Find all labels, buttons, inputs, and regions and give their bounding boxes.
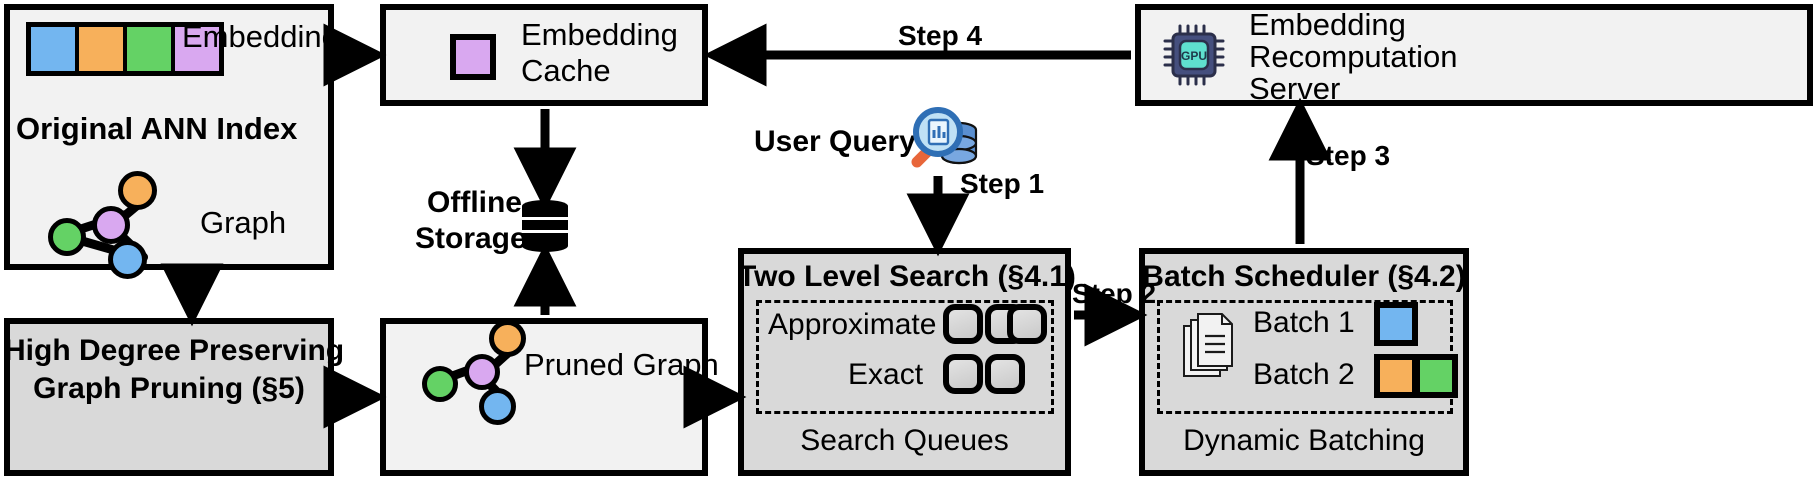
svg-text:GPU: GPU: [1181, 49, 1207, 63]
embedding-cache-label-line1: Embedding: [521, 17, 678, 52]
embedding-cell-3: [127, 27, 175, 71]
step-3-label: Step 3: [1306, 140, 1391, 171]
pruned-graph-node-orange: [489, 320, 526, 357]
original-ann-index-title: Original ANN Index: [16, 111, 298, 146]
pruned-graph-node-green: [422, 366, 458, 402]
step-2-label: Step 2: [1072, 278, 1157, 309]
graph-node-orange: [118, 171, 157, 210]
batch-1-swatch-blue: [1374, 302, 1418, 346]
batch-2-label: Batch 2: [1253, 358, 1355, 391]
embedding-cache-label-line2: Cache: [521, 53, 611, 88]
gpu-chip-icon: GPU: [1163, 24, 1225, 86]
batch-2-swatch-orange: [1374, 354, 1418, 398]
embedding-cell-2: [79, 27, 127, 71]
two-level-search-title: Two Level Search (§4.1): [738, 260, 1076, 293]
pruned-graph-node-blue: [479, 388, 516, 425]
batch-1-label: Batch 1: [1253, 306, 1355, 339]
graph-node-purple: [92, 206, 130, 244]
recomputation-server-line3: Server: [1249, 71, 1341, 106]
batch-2-swatch-green: [1414, 354, 1458, 398]
documents-stack-icon: [1178, 312, 1236, 384]
step-1-label: Step 1: [960, 168, 1045, 199]
embedding-cache-chip-icon: [450, 34, 496, 80]
pruned-graph-label: Pruned Graph: [524, 347, 719, 382]
graph-label: Graph: [200, 205, 287, 240]
search-queues-footer: Search Queues: [800, 424, 1009, 457]
graph-node-blue: [108, 240, 147, 279]
embedding-label: Embedding: [182, 19, 339, 54]
approximate-queue-cell: [1007, 304, 1047, 344]
offline-storage-label-line1: Offline: [427, 186, 522, 219]
recomputation-server-line1: Embedding: [1249, 7, 1406, 42]
graph-node-green: [48, 218, 86, 256]
embedding-cell-1: [31, 27, 79, 71]
step-4-label: Step 4: [898, 20, 983, 51]
exact-queue-cell: [985, 354, 1025, 394]
exact-row-label: Exact: [848, 358, 924, 391]
batch-scheduler-title: Batch Scheduler (§4.2): [1142, 260, 1466, 293]
pruned-graph-node-purple: [464, 354, 500, 390]
dynamic-batching-footer: Dynamic Batching: [1183, 424, 1425, 457]
user-query-label: User Query: [754, 125, 916, 158]
recomputation-server-line2: Recomputation: [1249, 39, 1458, 74]
approximate-queue-cell: [943, 304, 983, 344]
offline-storage-database-icon: [522, 200, 568, 252]
embedding-vector-swatch: [26, 22, 224, 76]
search-queues-dashed-region: [756, 300, 1054, 414]
graph-pruning-label-line2: Graph Pruning (§5): [33, 372, 305, 405]
offline-storage-label-line2: Storage: [415, 222, 527, 255]
graph-pruning-label-line1: High Degree Preserving: [4, 334, 345, 367]
magnifier-database-icon: [900, 104, 978, 176]
approximate-row-label: Approximate: [768, 308, 937, 341]
exact-queue-cell: [943, 354, 983, 394]
embedding-recomputation-server-box: [1135, 4, 1813, 106]
embedding-cell-4: [175, 27, 219, 71]
